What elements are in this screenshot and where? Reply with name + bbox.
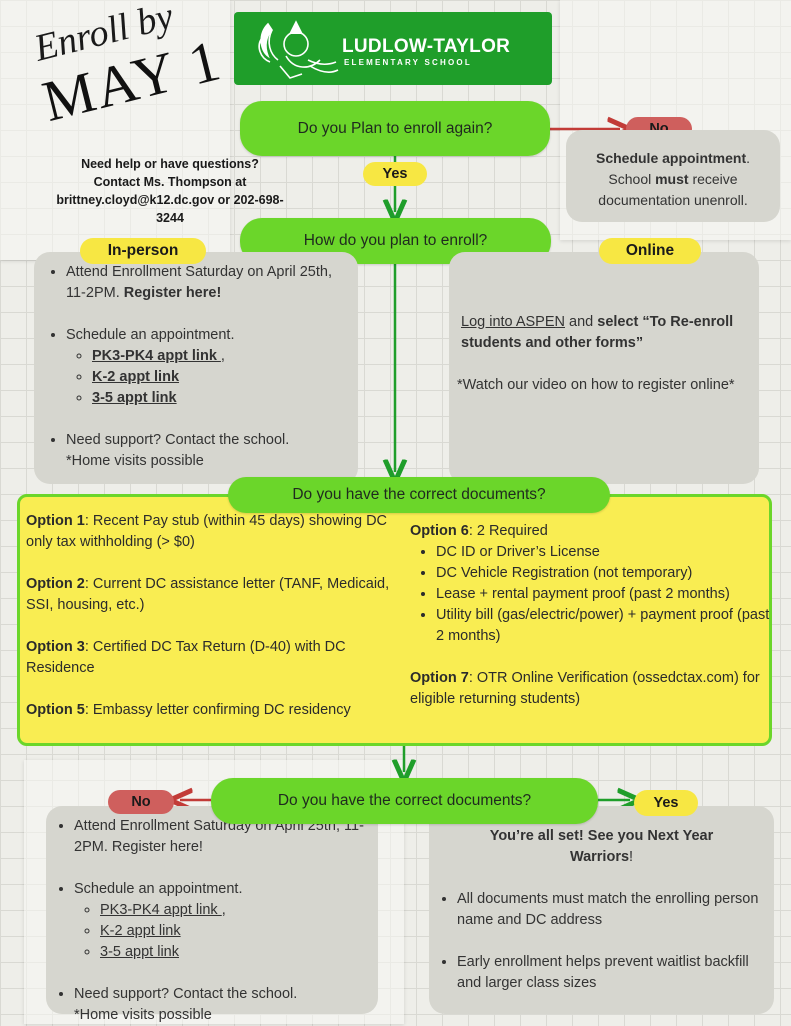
list-item: Schedule an appointment. PK3-PK4 appt li… xyxy=(66,325,350,409)
question-correct-documents-2: Do you have the correct documents? xyxy=(211,778,598,824)
q4-no-tag: No xyxy=(108,790,174,814)
no-documents-box: Attend Enrollment Saturday on April 25th… xyxy=(46,806,378,1023)
option-label: Option 1 xyxy=(26,513,85,529)
list-item: DC ID or Driver’s License xyxy=(436,542,770,563)
list-item: Need support? Contact the school. *Home v… xyxy=(74,984,370,1026)
option-5: Option 5: Embassy letter confirming DC r… xyxy=(26,700,404,721)
in-person-tag: In-person xyxy=(80,238,206,264)
question-correct-documents: Do you have the correct documents? xyxy=(228,477,610,513)
question-enroll-again: Do you Plan to enroll again? xyxy=(240,101,550,156)
list-item: Schedule an appointment. PK3-PK4 appt li… xyxy=(74,879,370,963)
q4-yes-tag: Yes xyxy=(634,790,698,816)
unenroll-box: Schedule appointment. School must receiv… xyxy=(566,130,780,222)
text: Need support? Contact the school. xyxy=(74,986,298,1002)
aspen-login-link[interactable]: Log into ASPEN xyxy=(461,314,565,330)
text: Need support? Contact the school. xyxy=(66,432,290,448)
text: *Home visits possible xyxy=(66,453,204,469)
all-set-box: You’re all set! See you Next Year Warrio… xyxy=(429,806,774,1014)
k2-appt-link[interactable]: K-2 appt link xyxy=(92,369,180,385)
option-6: Option 6: 2 Required xyxy=(410,521,770,542)
text: , xyxy=(220,348,225,364)
select-reenroll-text: select “To Re-enroll students and other … xyxy=(461,314,734,351)
text: School xyxy=(608,171,656,187)
option-1: Option 1: Recent Pay stub (within 45 day… xyxy=(26,511,404,553)
text: Schedule an appointment. xyxy=(74,881,243,897)
text: . xyxy=(746,150,750,166)
option-7: Option 7: OTR Online Verification (ossed… xyxy=(410,668,770,710)
text: documentation unenroll. xyxy=(598,192,748,208)
option-text: : Recent Pay stub (within 45 days) showi… xyxy=(26,513,388,550)
option-2: Option 2: Current DC assistance letter (… xyxy=(26,574,404,616)
text: *Home visits possible xyxy=(74,1007,212,1023)
option-label: Option 7 xyxy=(410,670,469,686)
all-set-heading: You’re all set! See you Next Year xyxy=(489,828,714,844)
watch-video-text[interactable]: *Watch our video on how to register onli… xyxy=(457,377,735,393)
text: ! xyxy=(629,849,634,865)
list-item: Attend Enrollment Saturday on April 25th… xyxy=(66,262,350,304)
option-label: Option 3 xyxy=(26,639,85,655)
grade-3-5-appt-link[interactable]: 3-5 appt link xyxy=(92,390,177,406)
option-label: Option 5 xyxy=(26,702,85,718)
grade-3-5-appt-link[interactable]: 3-5 appt link xyxy=(100,944,179,960)
list-item: DC Vehicle Registration (not temporary) xyxy=(436,563,770,584)
register-here-link[interactable]: Register here! xyxy=(123,285,222,301)
in-person-box: Attend Enrollment Saturday on April 25th… xyxy=(34,252,358,484)
school-subtitle: ELEMENTARY SCHOOL xyxy=(344,58,472,67)
list-item: Lease + rental payment proof (past 2 mon… xyxy=(436,584,770,605)
online-box: Log into ASPEN and select “To Re-enroll … xyxy=(449,252,759,484)
contact-email-phone[interactable]: brittney.cloyd@k12.dc.gov or 202-698- xyxy=(56,193,284,207)
list-item: All documents must match the enrolling p… xyxy=(457,889,762,931)
contact-line: Contact Ms. Thompson at xyxy=(93,175,247,189)
option-text: : Embassy letter confirming DC residency xyxy=(84,702,351,718)
text: receive xyxy=(688,171,738,187)
text: Schedule an appointment. xyxy=(66,327,235,343)
docs-left-column: Option 1: Recent Pay stub (within 45 day… xyxy=(26,511,404,721)
paper-sheet xyxy=(0,0,230,260)
school-name: LUDLOW-TAYLOR xyxy=(342,36,511,57)
text: Attend Enrollment Saturday on April 25th… xyxy=(66,264,332,301)
warrior-logo-icon xyxy=(258,20,339,79)
option-text: : 2 Required xyxy=(468,523,548,539)
q1-yes-tag: Yes xyxy=(363,162,427,186)
option-label: Option 2 xyxy=(26,576,85,592)
contact-line: Need help or have questions? xyxy=(81,157,259,171)
text: and xyxy=(565,314,598,330)
documents-box: Option 1: Recent Pay stub (within 45 day… xyxy=(17,494,772,746)
option-text: : OTR Online Verification (ossedctax.com… xyxy=(410,670,760,707)
text-bold: must xyxy=(655,171,689,187)
pk3-pk4-appt-link[interactable]: PK3-PK4 appt link xyxy=(100,902,222,918)
option-text: : Certified DC Tax Return (D-40) with DC… xyxy=(26,639,346,676)
list-item: Need support? Contact the school. *Home v… xyxy=(66,430,350,472)
contact-line: 3244 xyxy=(156,211,184,225)
list-item: Utility bill (gas/electric/power) + paym… xyxy=(436,605,770,647)
k2-appt-link[interactable]: K-2 appt link xyxy=(100,923,181,939)
docs-right-column: Option 6: 2 Required DC ID or Driver’s L… xyxy=(410,521,770,710)
contact-info: Need help or have questions? Contact Ms.… xyxy=(36,155,304,227)
text: , xyxy=(221,902,226,918)
list-item: Early enrollment helps prevent waitlist … xyxy=(457,952,762,994)
school-logo-banner xyxy=(234,12,552,85)
online-tag: Online xyxy=(599,238,701,264)
option-3: Option 3: Certified DC Tax Return (D-40)… xyxy=(26,637,404,679)
schedule-appointment-text: Schedule appointment xyxy=(595,150,747,166)
option-label: Option 6 xyxy=(410,523,469,539)
option-text: : Current DC assistance letter (TANF, Me… xyxy=(26,576,390,613)
warriors-text: Warriors xyxy=(569,849,630,865)
pk3-pk4-appt-link[interactable]: PK3-PK4 appt link xyxy=(92,348,221,364)
